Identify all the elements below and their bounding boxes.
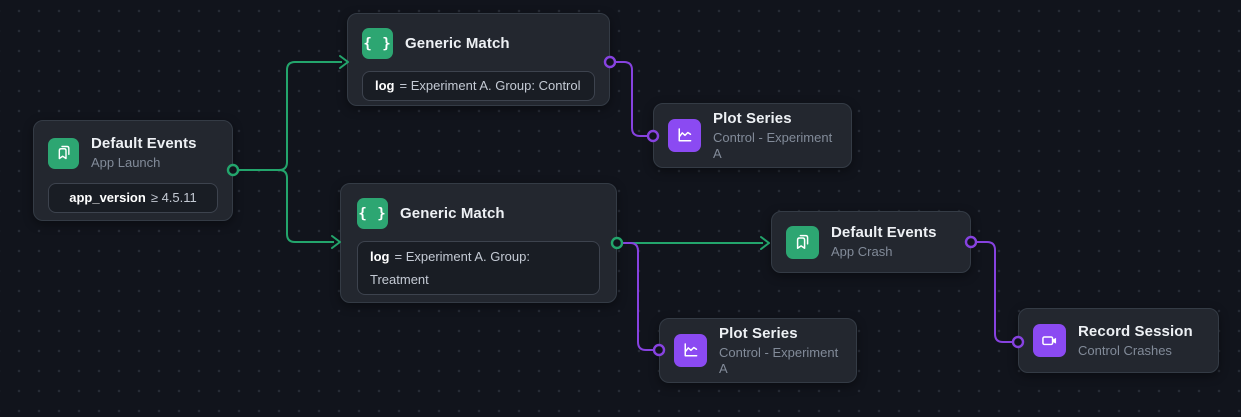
node-title: Generic Match [400,204,505,222]
node-generic-match-treatment[interactable]: { } Generic Match log= Experiment A. Gro… [340,183,617,303]
arrowhead-icon [331,235,341,249]
line-chart-icon [674,334,707,367]
braces-icon: { } [362,28,393,59]
video-camera-icon [1033,324,1066,357]
line-chart-icon [668,119,701,152]
pill-value: = Experiment A. Group: Treatment [370,249,530,287]
node-header: { } Generic Match [357,198,600,229]
filter-pill: log= Experiment A. Group: Treatment [357,241,600,295]
filter-pill: log = Experiment A. Group: Control [362,71,595,101]
node-title: Generic Match [405,34,510,52]
node-record-session[interactable]: Record Session Control Crashes [1018,308,1219,373]
node-header: Record Session Control Crashes [1033,323,1193,359]
node-default-events-app-launch[interactable]: Default Events App Launch app_version ≥ 4… [33,120,233,221]
node-subtitle: App Crash [831,244,893,259]
node-title: Record Session [1078,322,1193,340]
node-subtitle: Control - Experiment A [719,344,839,376]
node-header: Default Events App Launch [48,135,218,171]
node-default-events-app-crash[interactable]: Default Events App Crash [771,211,971,273]
edge-app-crash-to-record-session[interactable] [976,241,1012,343]
braces-glyph: { } [363,35,392,52]
node-subtitle: App Launch [91,155,161,170]
edge-generic-match-treatment-to-plot-series-2[interactable] [622,242,653,351]
node-header: Plot Series Control - Experiment A [674,325,842,377]
braces-icon: { } [357,198,388,229]
node-header: Plot Series Control - Experiment A [668,110,837,162]
node-subtitle: Control Crashes [1078,342,1172,358]
braces-glyph: { } [358,205,387,222]
bookmarks-icon [48,137,79,169]
node-header: Default Events App Crash [786,224,937,260]
pill-value: = Experiment A. Group: Control [399,78,581,93]
node-subtitle: Control - Experiment A [713,129,833,161]
pill-value: ≥ 4.5.11 [150,190,197,205]
arrowhead-icon [760,236,770,250]
pill-key: log [375,78,395,93]
node-title: Plot Series [719,324,798,342]
pill-key: log [370,249,390,264]
node-title: Default Events [91,135,197,152]
node-plot-series-control[interactable]: Plot Series Control - Experiment A [653,103,852,168]
node-title: Plot Series [713,109,792,127]
node-generic-match-control[interactable]: { } Generic Match log = Experiment A. Gro… [347,13,610,106]
edge-app-launch-to-generic-match-control[interactable] [233,61,342,171]
filter-pill: app_version ≥ 4.5.11 [48,183,218,213]
node-title: Default Events [831,224,937,241]
node-plot-series-control-2[interactable]: Plot Series Control - Experiment A [659,318,857,383]
edge-app-launch-to-generic-match-treatment[interactable] [233,169,334,243]
pill-key: app_version [69,190,146,205]
edge-generic-match-control-to-plot-series[interactable] [615,61,648,137]
bookmarks-icon [786,225,819,259]
node-header: { } Generic Match [362,28,595,59]
